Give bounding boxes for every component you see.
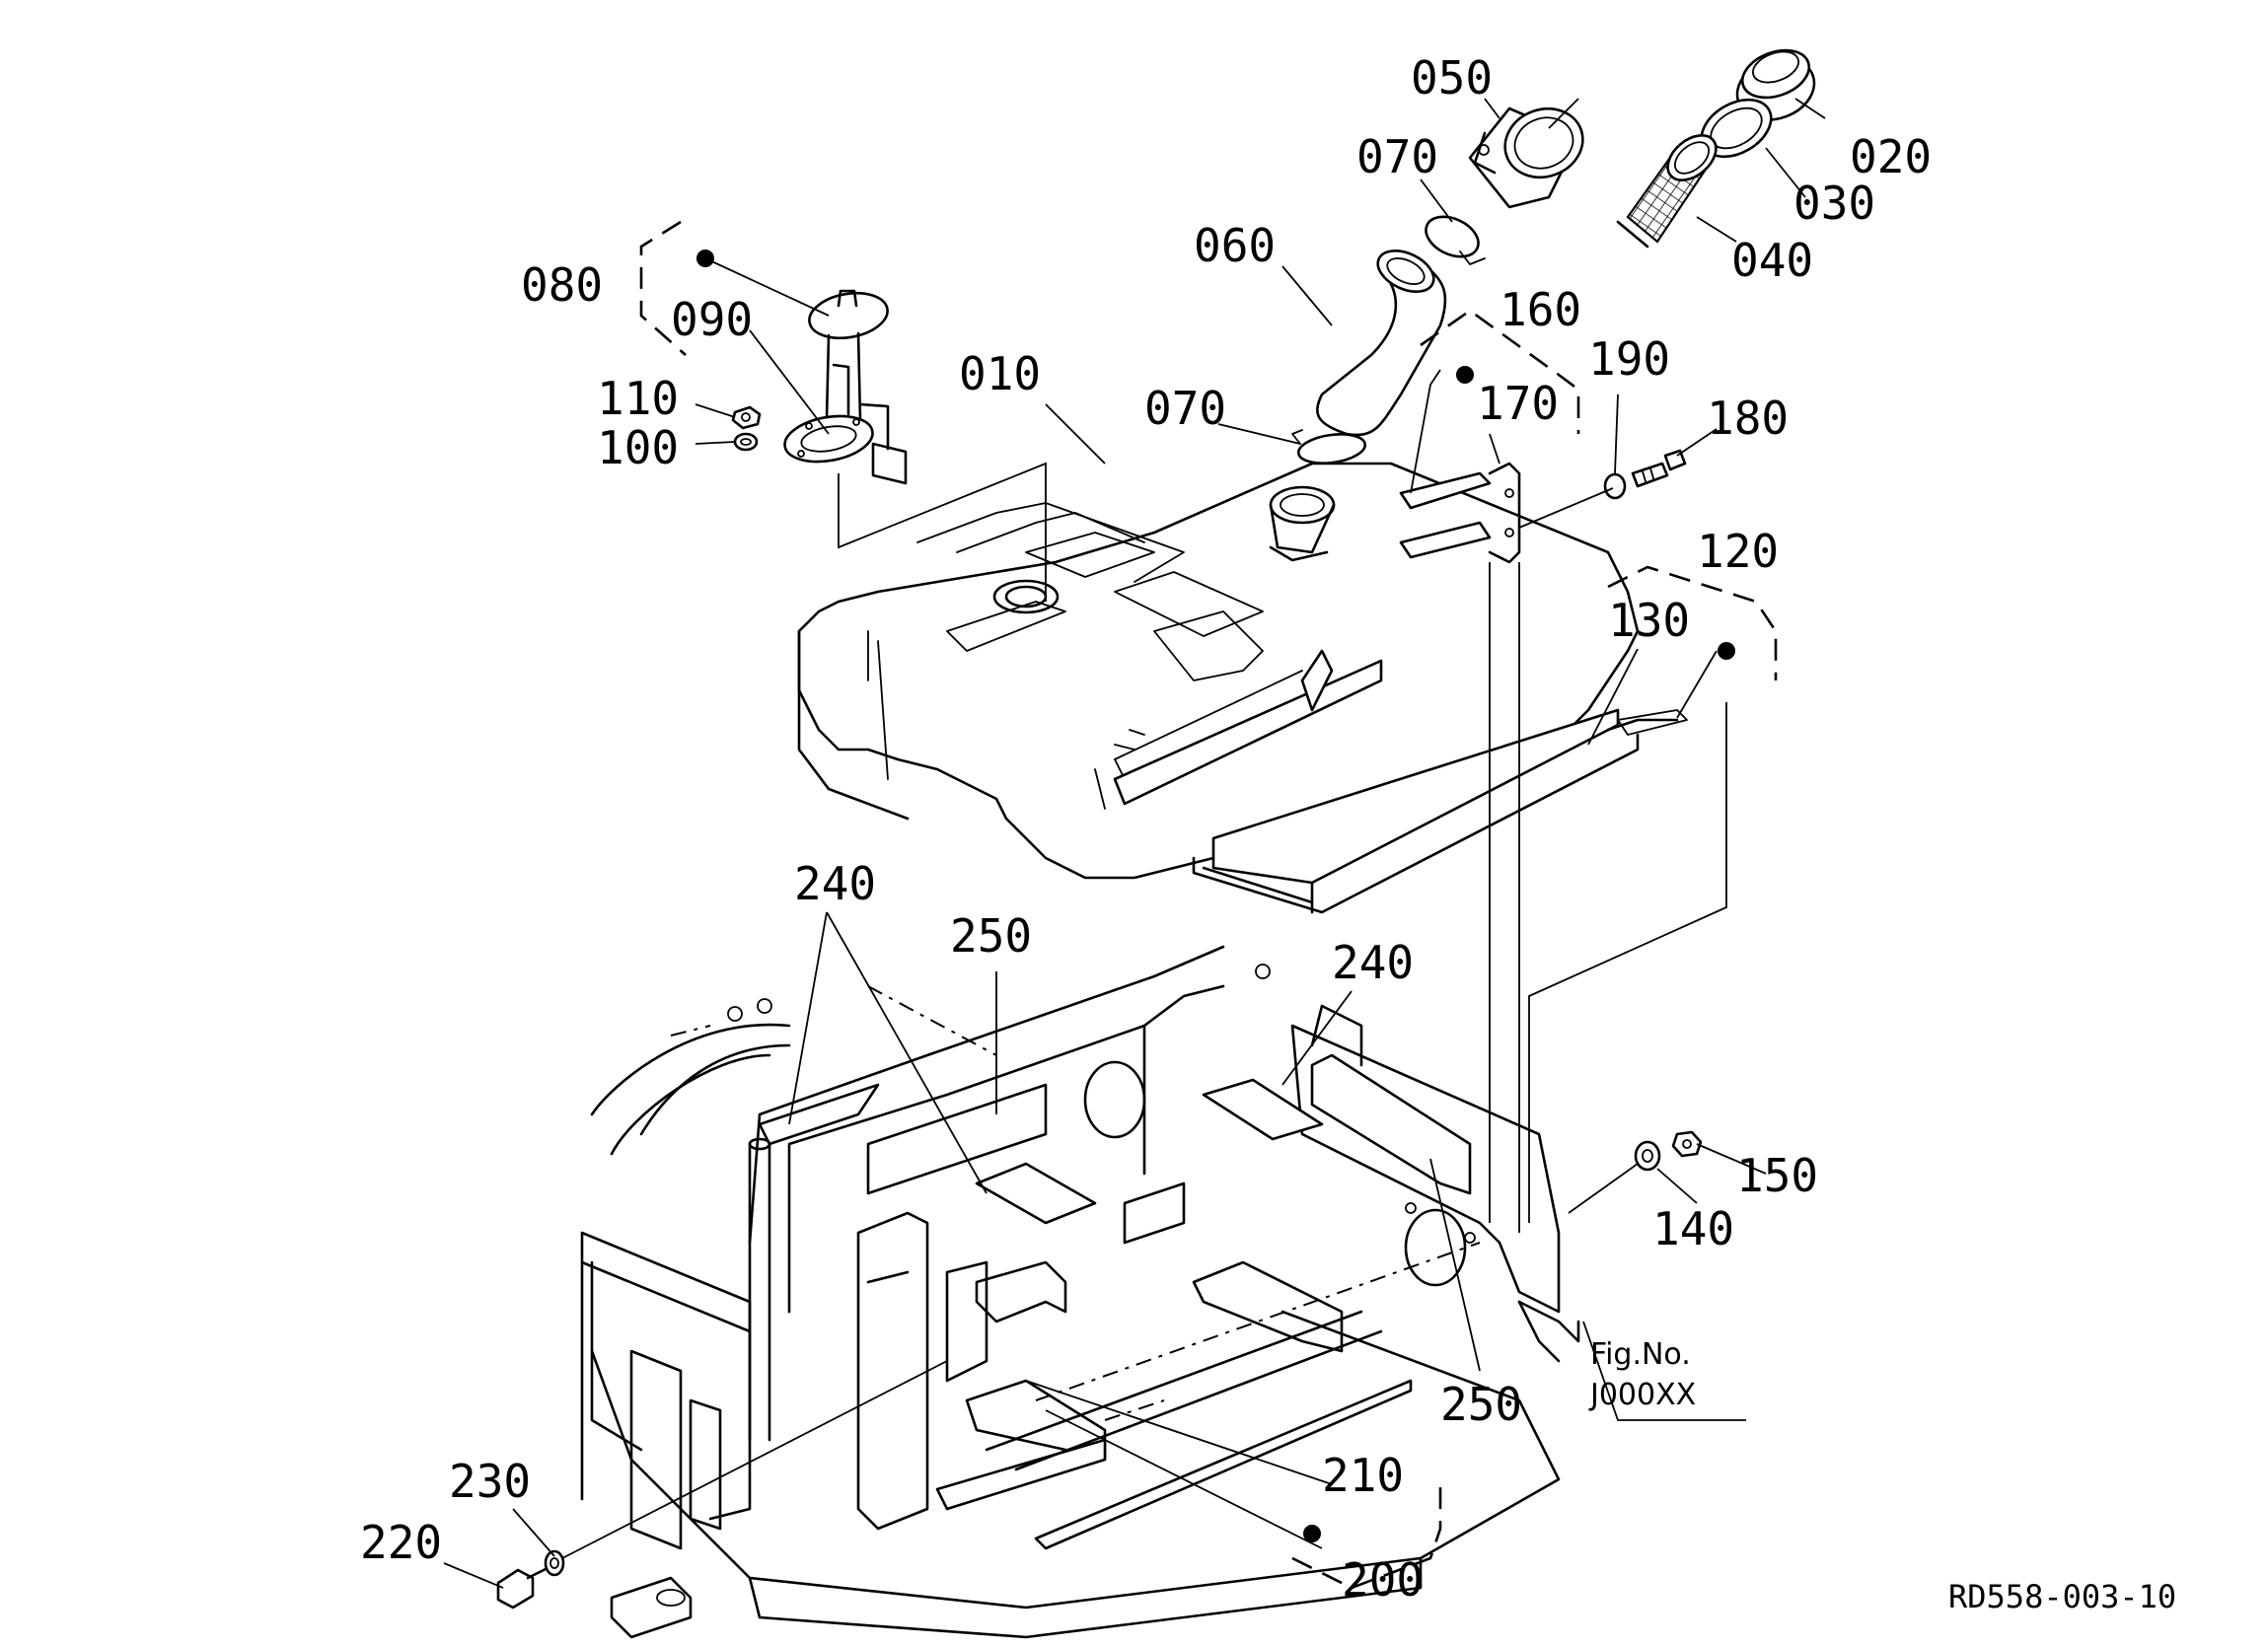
label-100: 100	[597, 421, 679, 474]
filler-strainer	[1616, 134, 1718, 249]
label-180: 180	[1707, 392, 1789, 445]
label-220: 220	[360, 1516, 442, 1569]
label-040: 040	[1731, 234, 1813, 287]
frame-assembly	[580, 945, 1580, 1639]
hose-clamp-upper	[1425, 215, 1486, 265]
label-140: 140	[1652, 1202, 1734, 1255]
filler-neck	[1468, 107, 1584, 209]
label-160: 160	[1500, 283, 1581, 336]
label-110: 110	[597, 372, 679, 425]
label-070-lower: 070	[1144, 382, 1226, 435]
label-010: 010	[959, 347, 1041, 400]
label-080: 080	[521, 258, 603, 312]
label-020: 020	[1850, 130, 1932, 183]
label-150: 150	[1736, 1149, 1818, 1202]
label-240-right: 240	[1332, 936, 1414, 989]
drawing-code: RD558-003-10	[1948, 1578, 2176, 1615]
label-030: 030	[1793, 177, 1875, 230]
figure-ref-title: Fig.No.	[1590, 1337, 1691, 1372]
part-labels: 010 020 030 040 050 060 070 070 080 090 …	[360, 51, 1932, 1607]
label-250-top: 250	[950, 909, 1032, 963]
label-050: 050	[1411, 51, 1493, 105]
washer-nut-140-150	[1634, 1130, 1703, 1172]
label-060: 060	[1194, 219, 1276, 272]
filler-assembly	[1291, 48, 1816, 465]
leader-lines	[443, 98, 1826, 1590]
hold-down-band	[1192, 708, 1688, 914]
figure-reference: Fig.No. J000XX	[1588, 1337, 1696, 1412]
bolt-washer-220-230	[496, 1549, 565, 1610]
label-210: 210	[1322, 1449, 1404, 1502]
label-070-upper: 070	[1356, 130, 1438, 183]
label-240-left: 240	[794, 857, 876, 910]
fuel-sender-unit	[731, 289, 908, 485]
fuel-tank	[797, 462, 1640, 880]
label-120: 120	[1697, 525, 1779, 578]
figure-ref-number: J000XX	[1588, 1378, 1696, 1412]
label-250-right: 250	[1440, 1378, 1522, 1431]
label-170: 170	[1477, 377, 1559, 430]
hose-clamp-lower	[1291, 429, 1367, 465]
label-090: 090	[671, 293, 753, 346]
label-130: 130	[1608, 594, 1690, 647]
label-190: 190	[1588, 332, 1670, 386]
label-200: 200	[1342, 1553, 1424, 1607]
label-230: 230	[449, 1455, 531, 1508]
tank-bracket	[1399, 449, 1687, 564]
reference-dots	[696, 250, 1735, 1542]
